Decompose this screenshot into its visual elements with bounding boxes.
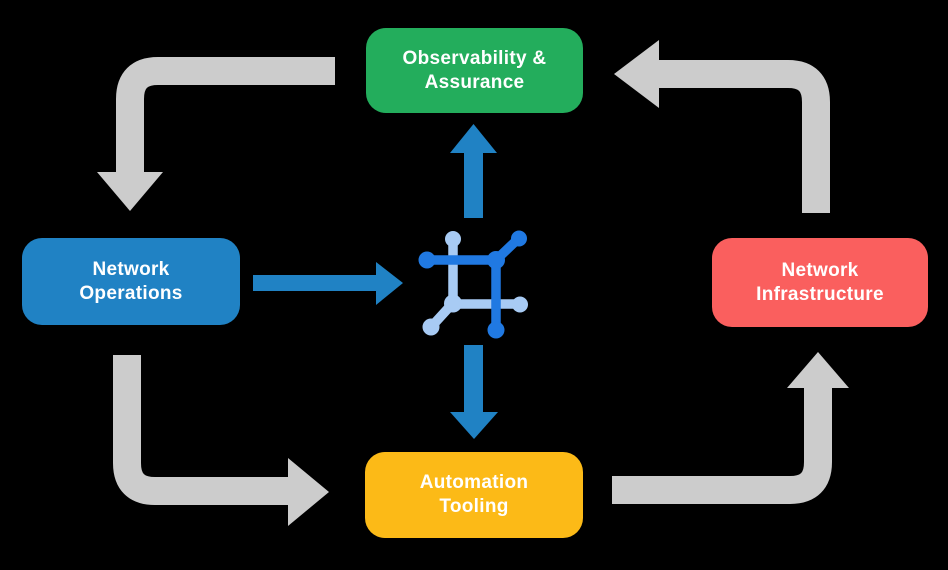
network-core-icon (418, 230, 528, 339)
icon-light-right-node (512, 296, 528, 313)
arrow-observability-to-operations (97, 57, 335, 211)
node-label-line: Observability & (402, 47, 547, 69)
arrow-operations-to-automation (113, 355, 329, 526)
arrowhead-down-icon (450, 412, 498, 439)
icon-dark-bottom-node (487, 321, 505, 339)
node-label-line: Network (781, 259, 859, 281)
arrowhead-up-icon (787, 352, 849, 388)
icon-light-corner-node (444, 294, 462, 313)
node-network-operations: Network Operations (22, 238, 240, 325)
arrow-shaft (659, 60, 830, 213)
icon-light-diagonal-node (422, 318, 440, 336)
arrowhead-left-icon (614, 40, 659, 108)
node-label-line: Infrastructure (756, 283, 884, 305)
arrowhead-right-icon (288, 458, 329, 526)
arrow-operations-to-core (253, 262, 403, 305)
node-label-line: Tooling (439, 496, 509, 517)
icon-dark-left-node (418, 251, 436, 269)
icon-dark-corner-node (487, 251, 505, 269)
arrow-shaft (612, 388, 832, 504)
arrowhead-up-icon (450, 124, 497, 153)
arrow-automation-to-infrastructure (612, 352, 849, 504)
arrowhead-down-icon (97, 172, 163, 211)
icon-light-left-branch (427, 235, 458, 331)
arrowhead-right-icon (376, 262, 403, 305)
node-network-infrastructure: Network Infrastructure (712, 238, 928, 327)
arrow-infrastructure-to-observability (614, 40, 830, 213)
node-label-line: Operations (79, 282, 183, 304)
arrow-core-to-observability (450, 124, 497, 218)
arrow-shaft (116, 57, 335, 173)
arrow-core-to-automation (450, 345, 498, 439)
node-automation-tooling: Automation Tooling (365, 452, 583, 538)
node-label-line: Automation (419, 472, 529, 493)
node-observability-assurance: Observability & Assurance (366, 28, 583, 113)
icon-dark-diagonal-node (511, 230, 527, 247)
arrow-shaft (113, 355, 288, 505)
node-label-line: Network (92, 258, 170, 280)
icon-light-top-node (445, 231, 461, 247)
node-label-line: Assurance (424, 71, 525, 93)
